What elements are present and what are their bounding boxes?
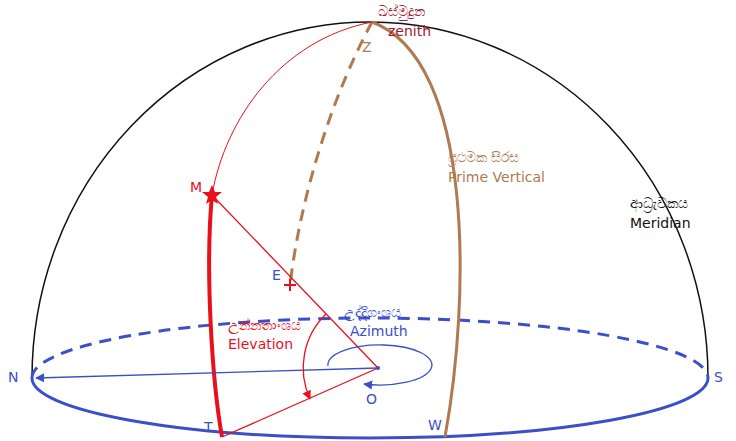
observer-point [376, 366, 380, 370]
meridian-label: Meridian [630, 216, 691, 231]
azimuth-label: Azimuth [350, 324, 408, 339]
elevation-label-si: උන්නතාංශය [228, 318, 301, 333]
meridian-label-si: ආධ්‍රැවකය [630, 196, 688, 211]
prime-vertical-label-si: ප්‍රථමක සිරස [448, 150, 519, 165]
point-letter: E [272, 268, 281, 283]
prime-vertical-back [290, 22, 372, 285]
star-line [212, 195, 378, 368]
elevation-label: Elevation [228, 337, 293, 352]
horizon-front [32, 378, 708, 438]
zenith-label-si: ඛස්මුදුන [378, 4, 425, 19]
point-letter: S [714, 370, 723, 385]
vertical-circle [212, 22, 372, 195]
point-letter: Z [362, 40, 372, 55]
point-letter: W [428, 418, 442, 433]
point-letter: N [8, 370, 18, 385]
elevation-arc [209, 195, 222, 437]
zenith-label: zenith [388, 24, 431, 39]
prime-vertical-label: Prime Vertical [448, 170, 545, 185]
east-point [284, 279, 296, 291]
point-letter: O [366, 392, 377, 407]
elevation-angle [303, 314, 326, 399]
star-symbol [202, 185, 222, 204]
point-letter: M [190, 180, 202, 195]
prime-vertical [372, 22, 460, 437]
meridian-arc [32, 22, 708, 378]
horizon-back [32, 318, 708, 378]
foot-line [222, 368, 378, 437]
point-letter: T [204, 420, 213, 435]
azimuth-label-si: උද්දිගංශය [344, 305, 401, 320]
azimuth-angle [328, 345, 432, 385]
north-line [36, 368, 378, 378]
